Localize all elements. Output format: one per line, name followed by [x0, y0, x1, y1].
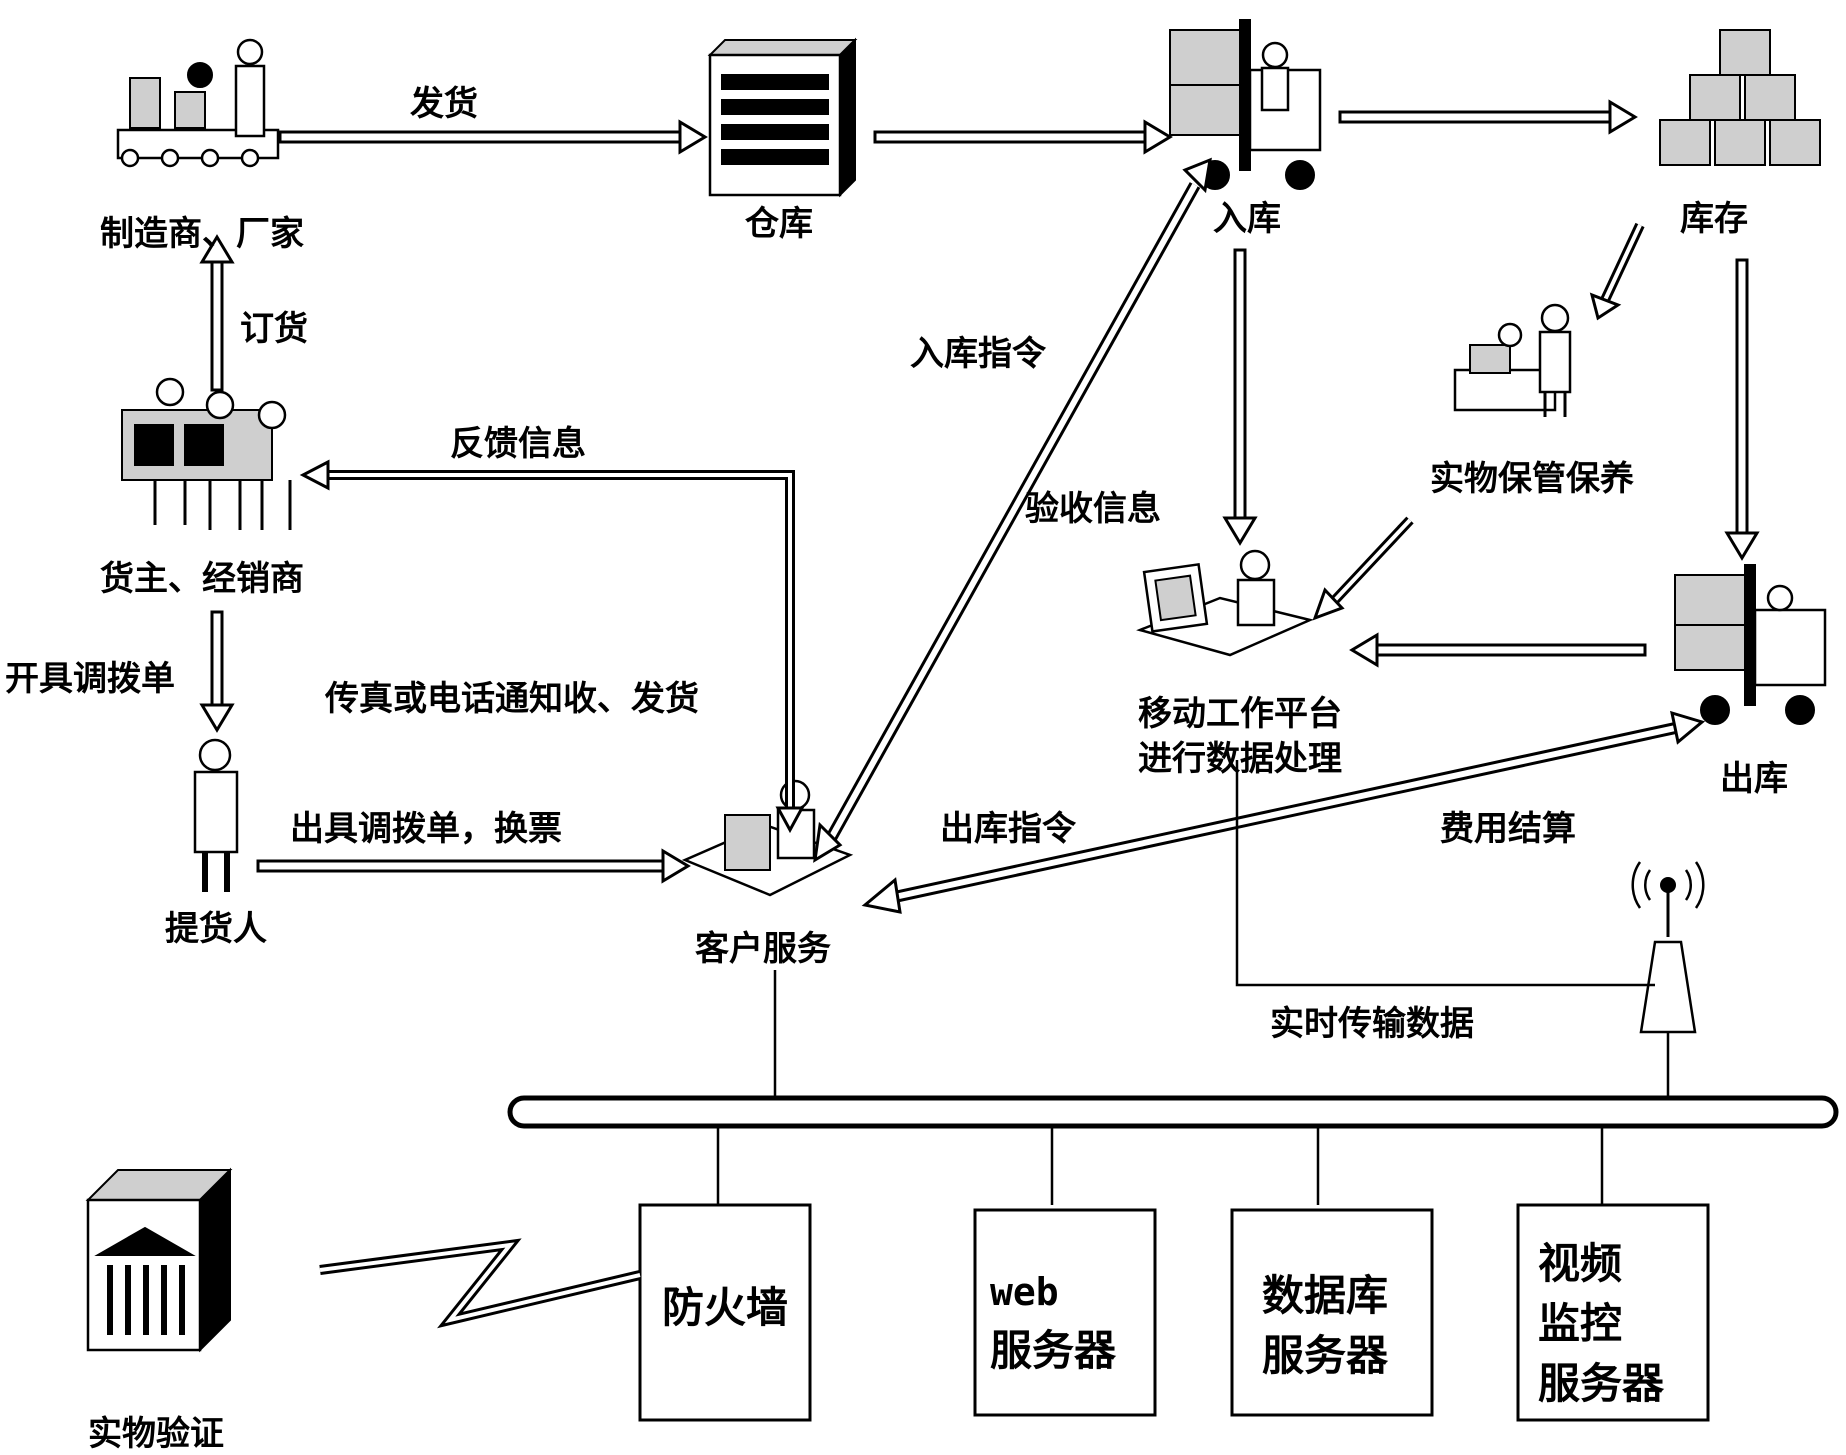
label-customer-service: 客户服务 [695, 929, 831, 969]
web-server-box [973, 1208, 1157, 1417]
arrow-inventory-storage [1589, 222, 1645, 321]
arrow-warehouse-inbound [873, 119, 1173, 155]
forklift-inbound-icon [1169, 19, 1322, 190]
label-manufacturer: 制造商、厂家 [100, 214, 304, 254]
label-storage: 实物保管保养 [1430, 459, 1634, 499]
edge-present-transfer: 出具调拨单，换票 [290, 809, 562, 849]
antenna-icon [1631, 861, 1705, 1034]
video-server-box [1516, 1203, 1710, 1422]
edge-issue-transfer: 开具调拨单 [5, 659, 175, 699]
edge-outbound-cmd: 出库指令 [940, 809, 1077, 849]
label-mobile-line2: 进行数据处理 [1138, 739, 1342, 779]
arrow-inventory-outbound [1724, 258, 1760, 561]
firewall-box [638, 1203, 812, 1422]
server-firewall: 防火墙 [662, 1283, 788, 1332]
owner-dealer-icon [121, 377, 292, 530]
line-realtime-data [1235, 760, 1655, 987]
arrow-inbound-instruction [813, 157, 1212, 863]
picker-person-icon [193, 738, 239, 892]
server-video-line2: 监控 [1538, 1299, 1622, 1348]
server-db-line1: 数据库 [1262, 1271, 1388, 1320]
server-web-line1: web [990, 1270, 1059, 1314]
server-video-line3: 服务器 [1538, 1359, 1665, 1408]
edge-feedback: 反馈信息 [450, 424, 586, 464]
storage-maintenance-icon [1453, 303, 1572, 417]
label-verification: 实物验证 [88, 1414, 224, 1454]
warehouse-icon [707, 37, 858, 198]
inventory-boxes-icon [1659, 29, 1821, 166]
arrow-outbound-mobile [1349, 632, 1647, 668]
server-db-line2: 服务器 [1262, 1331, 1389, 1380]
db-server-box [1230, 1208, 1434, 1417]
mobile-workstation-icon [1136, 549, 1314, 657]
arrow-inbound-inventory [1338, 99, 1638, 135]
arrow-order [199, 234, 235, 392]
manufacturer-icon [116, 38, 280, 168]
label-outbound: 出库 [1720, 759, 1788, 799]
arrow-issue-transfer [199, 610, 235, 733]
edge-ship: 发货 [410, 84, 478, 124]
edge-fee-settlement: 费用结算 [1440, 809, 1576, 849]
edge-fax-phone: 传真或电话通知收、发货 [324, 679, 699, 719]
arrow-present-transfer [256, 848, 691, 884]
edge-acceptance: 验收信息 [1025, 489, 1161, 529]
label-picker: 提货人 [165, 909, 267, 949]
forklift-outbound-icon [1674, 564, 1827, 725]
label-inventory: 库存 [1680, 199, 1748, 239]
label-mobile-line1: 移动工作平台 [1138, 694, 1342, 734]
customer-service-icon [681, 779, 854, 897]
arrow-outbound-instruction [861, 710, 1706, 914]
label-warehouse: 仓库 [745, 204, 813, 244]
arrow-inbound-mobile [1222, 248, 1258, 546]
arrow-storage-mobile [1312, 516, 1414, 621]
label-inbound: 入库 [1213, 199, 1281, 239]
server-video-line1: 视频 [1538, 1239, 1622, 1288]
edge-realtime: 实时传输数据 [1270, 1004, 1474, 1044]
server-web-line2: 服务器 [990, 1326, 1117, 1375]
verification-building-icon [85, 1167, 233, 1353]
arrow-feedback [299, 459, 805, 834]
label-owner: 货主、经销商 [100, 559, 304, 599]
arrow-ship [278, 119, 708, 155]
edge-order: 订货 [240, 309, 308, 349]
network-bus [507, 1095, 1839, 1129]
edge-inbound-cmd: 入库指令 [910, 334, 1047, 374]
